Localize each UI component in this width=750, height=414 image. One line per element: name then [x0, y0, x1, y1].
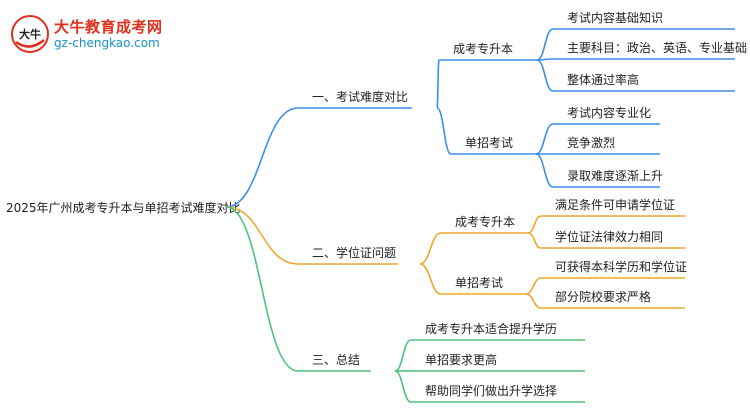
leaf-connector — [394, 370, 412, 403]
branch-connector — [225, 206, 299, 265]
subbranch-connector — [436, 107, 452, 155]
leaf-node[interactable]: 考试内容专业化 — [567, 105, 651, 120]
logo-mark-icon: 大牛 — [11, 15, 49, 53]
leaf-node[interactable]: 整体通过率高 — [567, 72, 639, 87]
subbranch-connector — [419, 263, 442, 295]
leaf-connector — [527, 232, 542, 249]
site-logo[interactable]: 大牛 大牛教育成考网 gz-chengkao.com — [10, 14, 180, 54]
logo-title: 大牛教育成考网 — [54, 18, 163, 36]
leaf-node[interactable]: 学位证法律效力相同 — [555, 229, 663, 244]
branch-connector — [225, 107, 299, 208]
subbranch-connector — [419, 232, 442, 265]
subbranch-node[interactable]: 成考专升本 — [453, 41, 513, 56]
leaf-connector — [394, 339, 412, 372]
branch-connector — [225, 206, 299, 372]
leaf-node[interactable]: 可获得本科学历和学位证 — [555, 259, 687, 274]
leaf-node[interactable]: 成考专升本适合提升学历 — [425, 321, 557, 336]
leaf-node[interactable]: 主要科目：政治、英语、专业基础 — [567, 40, 747, 55]
leaf-connector — [536, 59, 554, 92]
leaf-connector — [536, 28, 554, 61]
branch-node[interactable]: 二、学位证问题 — [312, 245, 396, 260]
leaf-connector — [525, 277, 542, 295]
leaf-connector — [527, 215, 542, 234]
leaf-node[interactable]: 部分院校要求严格 — [555, 289, 651, 304]
leaf-connector — [535, 123, 554, 155]
subbranch-connector — [436, 59, 440, 109]
root-node[interactable]: 2025年广州成考专升本与单招考试难度对比 — [6, 200, 241, 215]
subbranch-node[interactable]: 单招考试 — [465, 135, 513, 150]
leaf-node[interactable]: 竞争激烈 — [567, 136, 615, 150]
subbranch-node[interactable]: 单招考试 — [455, 275, 503, 290]
logo-mark-text: 大牛 — [19, 27, 41, 41]
leaf-node[interactable]: 录取难度逐渐上升 — [567, 168, 663, 183]
branch-node[interactable]: 三、总结 — [312, 353, 360, 367]
leaf-node[interactable]: 单招要求更高 — [425, 352, 497, 367]
leaf-connector — [525, 293, 542, 309]
subbranch-node[interactable]: 成考专升本 — [455, 214, 515, 229]
branch-node[interactable]: 一、考试难度对比 — [312, 89, 408, 104]
leaf-node[interactable]: 考试内容基础知识 — [567, 10, 663, 25]
leaf-connector — [535, 153, 554, 188]
leaf-node[interactable]: 帮助同学们做出升学选择 — [425, 383, 557, 398]
logo-url: gz-chengkao.com — [54, 36, 160, 50]
leaf-node[interactable]: 满足条件可申请学位证 — [555, 197, 675, 212]
